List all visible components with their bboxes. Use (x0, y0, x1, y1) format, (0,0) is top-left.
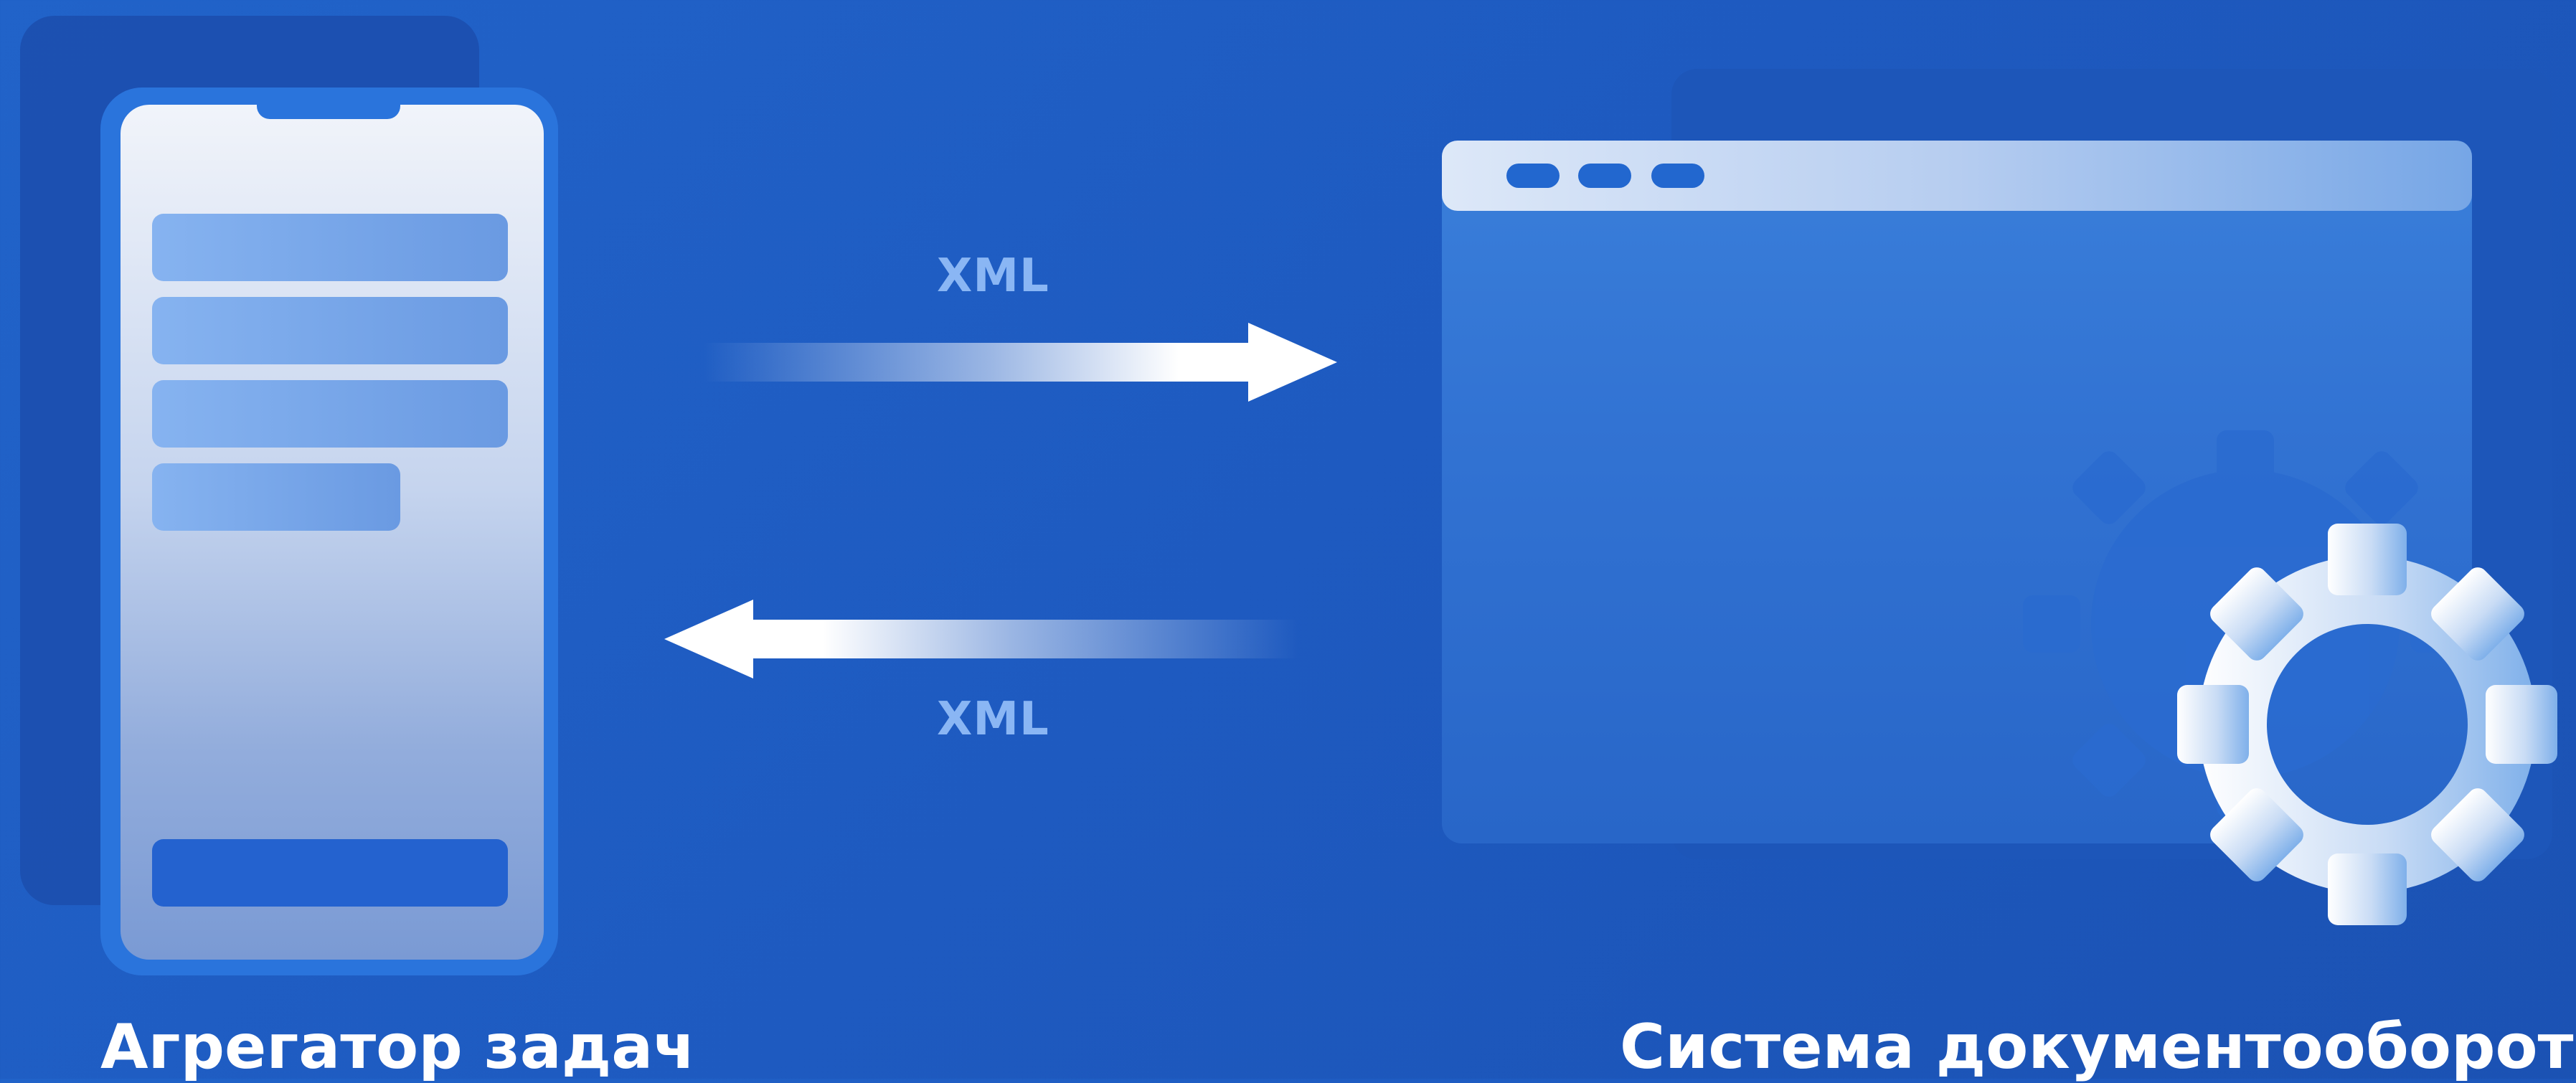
window-control-icon (1506, 164, 1560, 188)
phone-list-item (152, 463, 400, 531)
window-control-icon (1578, 164, 1631, 188)
xml-label-bottom: XML (937, 693, 1049, 746)
arrow-left (664, 600, 1298, 678)
phone-list-item (152, 214, 508, 281)
phone-button (152, 839, 508, 907)
caption-document-system: Система документооборота (1620, 1011, 2576, 1083)
phone-notch (257, 100, 400, 119)
arrow-right (703, 323, 1337, 402)
xml-label-top: XML (937, 250, 1049, 303)
phone-list-item (152, 380, 508, 448)
phone-list-item (152, 297, 508, 364)
window-control-icon (1651, 164, 1704, 188)
gear-icon (2023, 430, 2557, 925)
caption-task-aggregator: Агрегатор задач (100, 1011, 696, 1083)
